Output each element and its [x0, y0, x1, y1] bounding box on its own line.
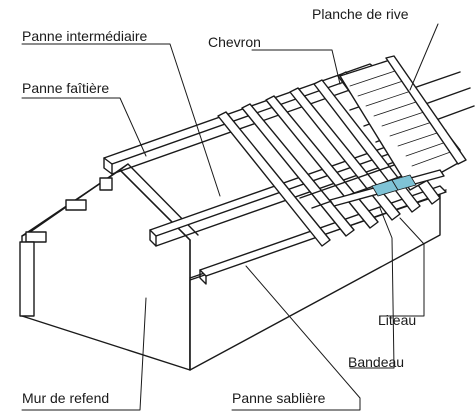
wall-plate-end	[199, 269, 207, 285]
leader-bandeau	[349, 207, 395, 369]
label-liteau: Liteau	[378, 312, 417, 328]
purlin-end-left-1	[65, 199, 87, 211]
barge-board	[385, 55, 467, 165]
purlin-end-left-3	[19, 241, 35, 317]
leader-panne-sabliere	[231, 265, 361, 411]
intermediate-purlin-end	[149, 229, 157, 247]
leader-chevron	[251, 49, 341, 85]
gable-wall-face	[21, 169, 191, 371]
leader-liteau	[379, 217, 425, 317]
tile-hatching	[349, 69, 457, 167]
purlin-end-left-2	[25, 231, 47, 243]
purlin-end-left-4	[99, 177, 113, 191]
ridge-purlin-bottom	[111, 79, 379, 175]
rafter	[217, 111, 331, 247]
label-panne-sabliere: Panne sablière	[232, 390, 326, 406]
label-bandeau: Bandeau	[348, 354, 405, 370]
ridge-purlin-end	[103, 157, 113, 175]
leader-panne-faitiere	[21, 97, 147, 157]
label-panne-intermediaire: Panne intermédiaire	[22, 28, 148, 44]
label-panne-faitiere: Panne faîtière	[22, 80, 110, 96]
highlighted-tile	[391, 174, 417, 191]
label-mur-de-refend: Mur de refend	[22, 390, 110, 406]
label-chevron: Chevron	[208, 34, 261, 50]
leader-panne-intermediaire	[21, 43, 221, 197]
leader-planche-de-rive	[409, 23, 439, 91]
label-planche-de-rive: Planche de rive	[312, 6, 409, 22]
leader-mur-de-refend	[21, 297, 147, 411]
